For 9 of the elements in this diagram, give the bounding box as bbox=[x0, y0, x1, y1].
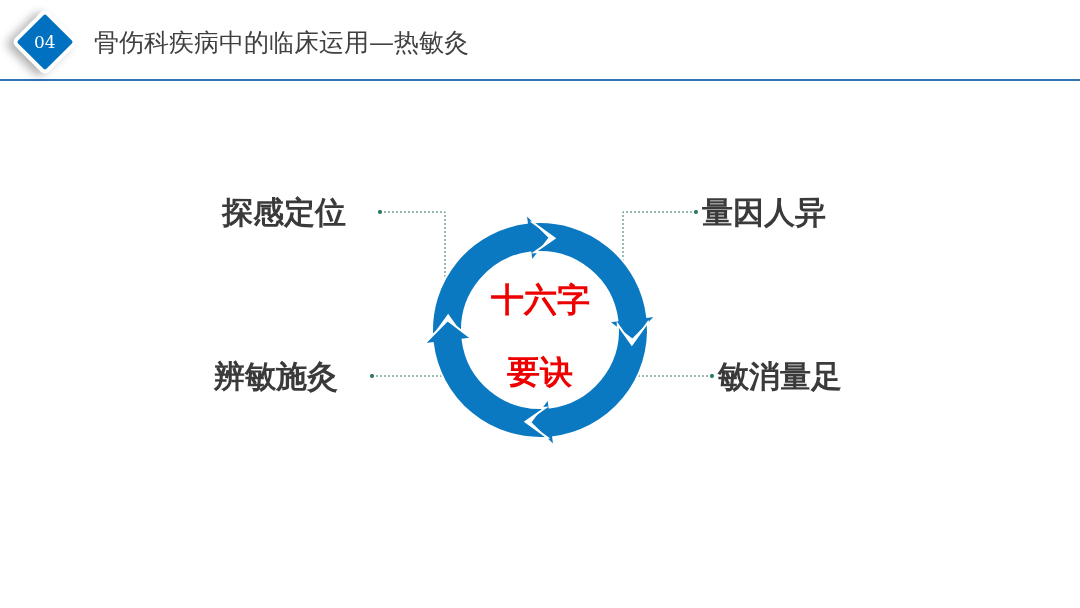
leader-line bbox=[637, 373, 715, 379]
key-phrase: 探感定位 bbox=[222, 192, 346, 232]
key-phrase: 敏消量足 bbox=[718, 356, 842, 396]
key-phrase: 量因人异 bbox=[702, 192, 826, 232]
center-text: 十六字 bbox=[489, 280, 591, 320]
slide-title: 骨伤科疾病中的临床运用—热敏灸 bbox=[94, 27, 469, 59]
center-text: 要诀 bbox=[506, 352, 574, 392]
section-number: 04 bbox=[34, 32, 56, 52]
key-phrase: 辨敏施灸 bbox=[214, 356, 338, 396]
